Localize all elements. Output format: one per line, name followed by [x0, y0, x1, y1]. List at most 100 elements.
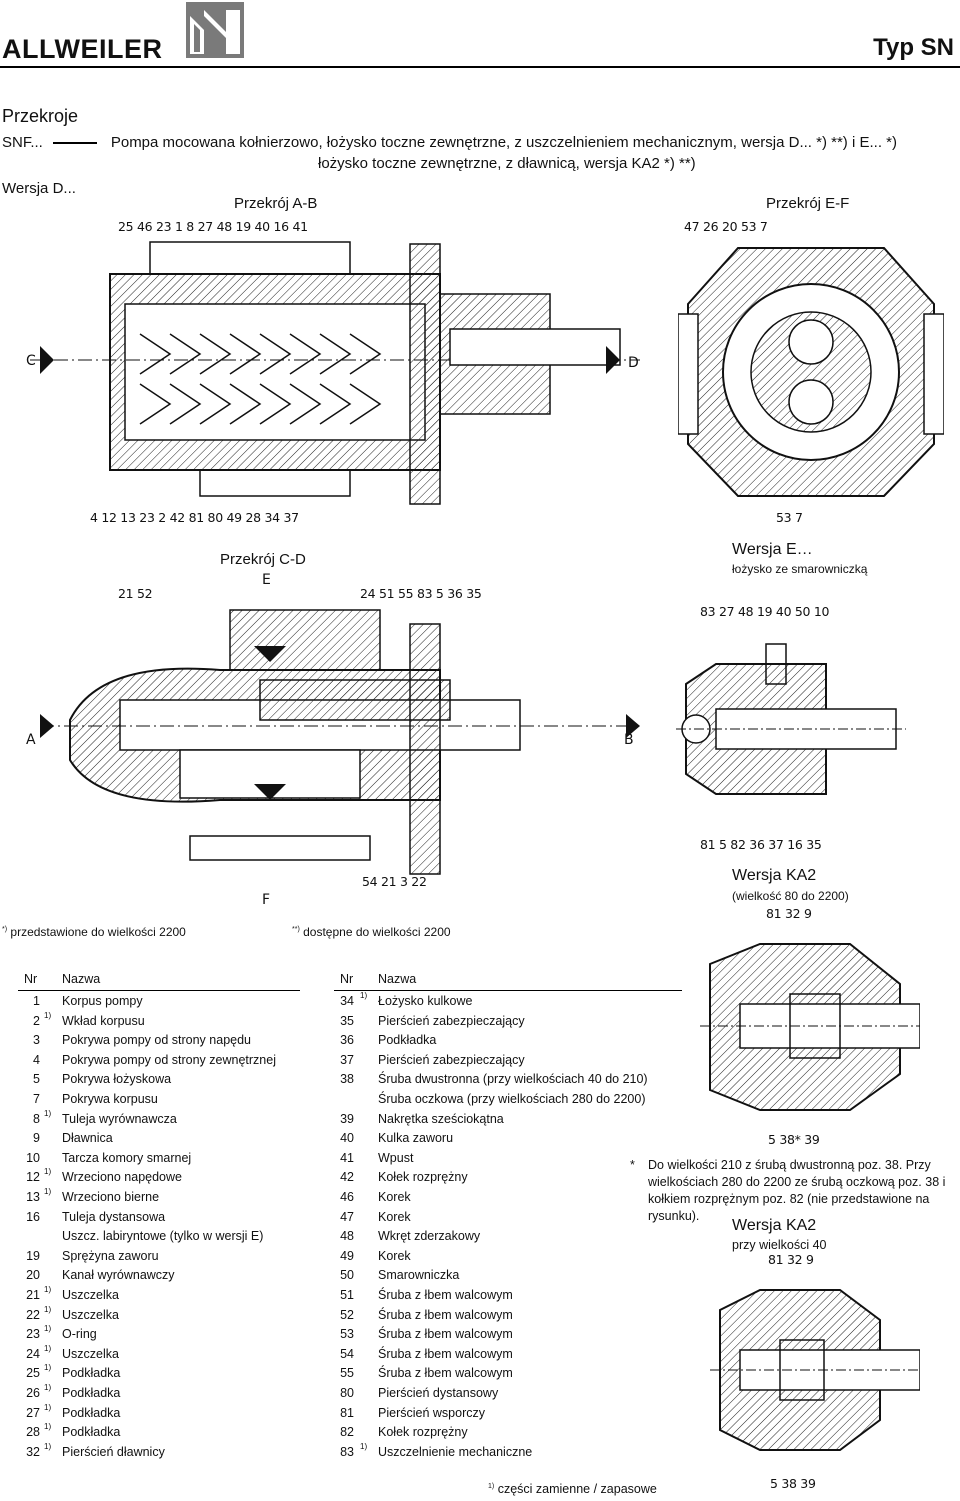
part-number: 83: [340, 1444, 354, 1459]
part-number: 48: [340, 1229, 354, 1244]
part-name: Śruba dwustronna (przy wielkościach 40 d…: [378, 1072, 648, 1087]
part-name: Śruba z łbem walcowym: [378, 1307, 513, 1322]
part-number: 13: [26, 1190, 40, 1204]
cd-bottom-numbers: 54 21 3 22: [362, 874, 427, 889]
part-number: 7: [33, 1092, 40, 1106]
part-name: Tarcza komory smarnej: [62, 1150, 192, 1165]
part-number: 12: [26, 1170, 40, 1185]
part-name: Tuleja wyrównawcza: [62, 1111, 177, 1126]
ka2-big-drawing: [700, 943, 920, 1111]
description-line-2: łożysko toczne zewnętrzne, z dławnicą, w…: [318, 155, 696, 172]
version-e-drawing: [676, 643, 906, 795]
spare-parts-footnote: 1) części zamienne / zapasowe: [488, 1482, 657, 1496]
brand-logo-text: ALLWEILER: [2, 34, 163, 64]
ka2-small-subtitle: przy wielkości 40: [732, 1238, 827, 1252]
part-number: 35: [340, 1013, 354, 1028]
part-number: 9: [33, 1131, 40, 1146]
part-name: Korek: [378, 1209, 411, 1224]
spare-part-mark: 1): [44, 1187, 52, 1196]
part-name: Uszczelka: [62, 1346, 119, 1361]
ef-top-numbers: 47 26 20 53 7: [684, 219, 768, 234]
part-number: 39: [340, 1111, 354, 1126]
right-col-nr-header: Nr: [340, 972, 354, 986]
ka2-big-title: Wersja KA2: [732, 867, 817, 884]
part-number: 47: [340, 1209, 354, 1224]
part-number: 10: [26, 1150, 40, 1165]
part-name: O-ring: [62, 1327, 97, 1342]
footnote-double-mark: **): [292, 926, 300, 933]
part-number: 3: [33, 1033, 40, 1048]
spare-part-mark: 1): [44, 1422, 52, 1432]
part-name: Smarowniczka: [378, 1268, 460, 1283]
part-name: Sprężyna zaworu: [62, 1248, 159, 1263]
part-number: 4: [33, 1052, 40, 1067]
part-name: Pokrywa łożyskowa: [62, 1072, 172, 1087]
part-name: Pokrywa pompy od strony napędu: [62, 1033, 251, 1048]
part-name: Łożysko kulkowe: [378, 994, 473, 1008]
part-number: 16: [26, 1209, 40, 1224]
part-number: 5: [33, 1072, 40, 1087]
part-name: Podkładka: [378, 1033, 437, 1048]
part-name: Korek: [378, 1190, 411, 1204]
part-name: Uszczelka: [62, 1307, 119, 1322]
part-number: 53: [340, 1327, 354, 1342]
header-divider: [0, 66, 960, 68]
right-col-name-header: Nazwa: [378, 972, 417, 986]
spare-part-mark: 1): [360, 991, 368, 1000]
spare-part-mark: 1): [44, 1363, 52, 1373]
part-number: 32: [26, 1444, 40, 1459]
ka2-big-bottom-numbers: 5 38* 39: [768, 1132, 820, 1147]
ef-bottom-numbers: 53 7: [776, 510, 803, 525]
dash-divider: [52, 142, 97, 145]
part-name: Podkładka: [62, 1425, 121, 1440]
part-number: 25: [26, 1366, 40, 1381]
part-name: Nakrętka sześciokątna: [378, 1111, 504, 1126]
part-number: 52: [340, 1307, 354, 1322]
description-text-1: Pompa mocowana kołnierzowo, łożysko tocz…: [110, 134, 897, 151]
description-line-1: SNF... Pompa mocowana kołnierzowo, łożysk…: [2, 134, 897, 151]
part-number: 49: [340, 1248, 354, 1263]
version-e-title: Wersja E…: [732, 541, 813, 558]
part-number: 28: [26, 1425, 40, 1440]
ka2-small-title: Wersja KA2: [732, 1217, 817, 1234]
part-number: 41: [340, 1150, 354, 1165]
cd-marker-e: E: [262, 572, 271, 588]
left-col-name-header: Nazwa: [62, 972, 101, 986]
part-name: Uszcz. labiryntowe (tylko w wersji E): [62, 1229, 264, 1244]
section-ef-drawing: [678, 247, 944, 497]
part-name: Pierścień zabezpieczający: [378, 1052, 525, 1067]
spare-parts-mark: 1): [488, 1482, 495, 1490]
part-name: Uszczelka: [62, 1288, 119, 1302]
part-name: Wrzeciono napędowe: [62, 1170, 182, 1185]
left-col-nr-header: Nr: [24, 972, 38, 986]
part-name: Wkręt zderzakowy: [378, 1229, 481, 1244]
model-prefix: SNF...: [2, 134, 43, 151]
part-number: 34: [340, 994, 354, 1008]
part-number: 82: [340, 1425, 354, 1440]
part-number: 23: [26, 1327, 40, 1342]
part-name: Wrzeciono bierne: [62, 1190, 160, 1204]
part-name: Śruba z łbem walcowym: [378, 1346, 513, 1361]
version-e-top-numbers: 83 27 48 19 40 50 10: [700, 604, 830, 619]
part-name: Śruba z łbem walcowym: [378, 1327, 513, 1342]
ka2-small-top-numbers: 81 32 9: [768, 1252, 814, 1267]
ab-marker-d: D: [628, 355, 639, 371]
spare-part-mark: 1): [44, 1324, 52, 1334]
part-number: 26: [26, 1386, 40, 1400]
version-e-bottom-numbers: 81 5 82 36 37 16 35: [700, 837, 822, 852]
ab-top-numbers: 25 46 23 1 8 27 48 19 40 16 41: [118, 219, 308, 234]
spare-part-mark: 1): [44, 1402, 52, 1412]
footnote-single-mark: *): [2, 926, 8, 933]
spare-part-mark: 1): [44, 1304, 52, 1314]
part-number: 38: [340, 1072, 354, 1087]
section-cd-title: Przekrój C-D: [220, 551, 306, 568]
part-name: Pokrywa pompy od strony zewnętrznej: [62, 1052, 276, 1067]
part-name: Kulka zaworu: [378, 1131, 454, 1146]
spare-part-mark: 1): [44, 1167, 52, 1177]
part-number: 27: [26, 1405, 40, 1420]
spare-parts-text: części zamienne / zapasowe: [497, 1482, 657, 1496]
cd-marker-a: A: [26, 732, 36, 748]
part-name: Wkład korpusu: [62, 1013, 145, 1028]
part-number: 21: [26, 1288, 40, 1302]
